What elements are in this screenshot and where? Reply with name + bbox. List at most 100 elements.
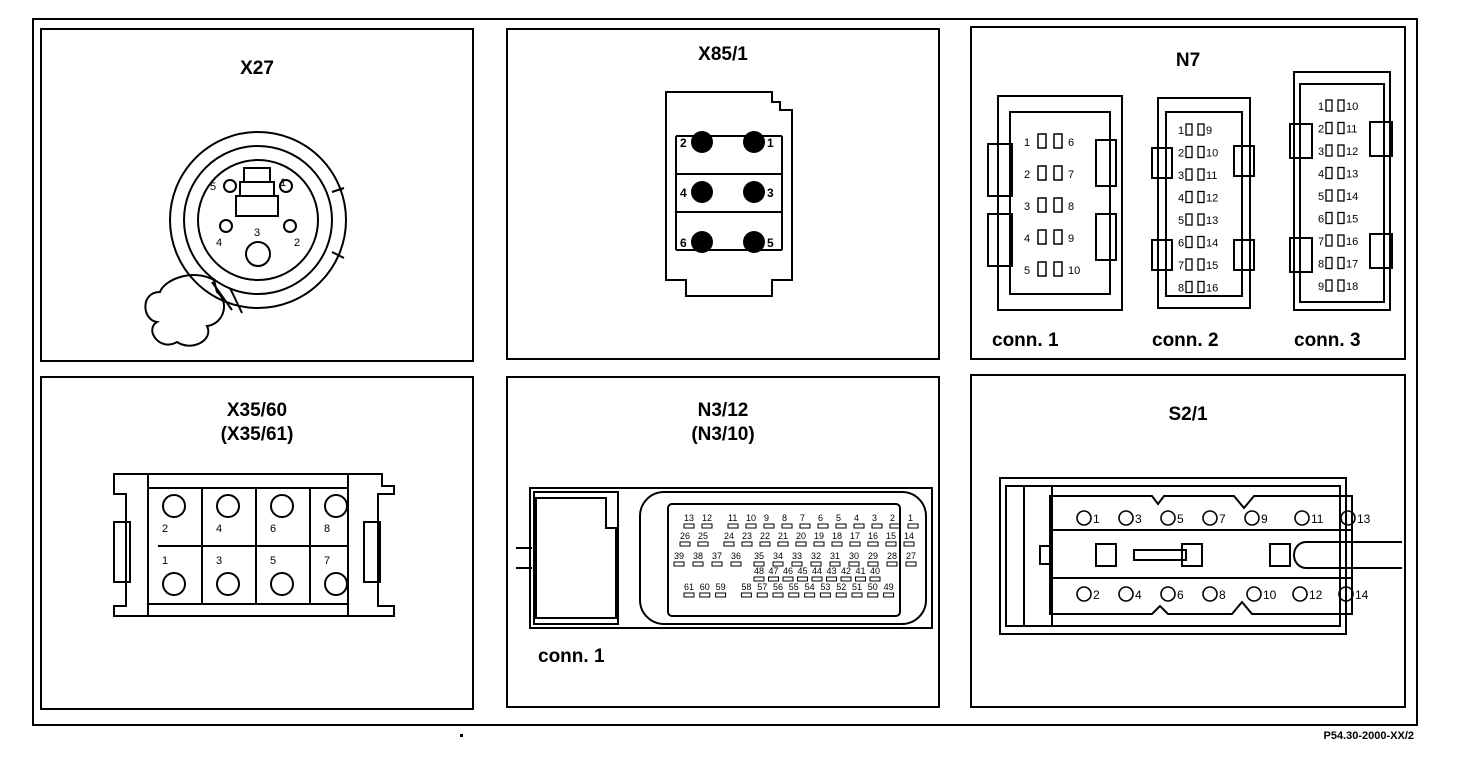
pin-label: 8 [1318, 259, 1324, 271]
pin-label: 4 [1178, 193, 1184, 205]
pin-slot [1325, 121, 1333, 135]
pin-slot [1037, 165, 1047, 181]
pin-label: 61 [684, 582, 694, 592]
pin-slot [1337, 121, 1345, 135]
pin-hole [1244, 510, 1260, 526]
pin-hole [216, 572, 240, 596]
pin-slot [1053, 165, 1063, 181]
pin-slot [1185, 235, 1193, 249]
pin-label: 7 [1068, 169, 1074, 181]
pin-slot [1337, 234, 1345, 247]
pin-slot [673, 561, 685, 567]
pin-label: 10 [1346, 101, 1358, 113]
pin-label: 17 [1346, 259, 1358, 271]
pin-slot [831, 541, 843, 547]
pin-label: 8 [782, 513, 787, 523]
pin-slot [1325, 234, 1333, 247]
pin-label: 58 [741, 582, 751, 592]
pin-hole [1338, 586, 1354, 602]
pin-slot [1197, 123, 1205, 136]
pin-slot [1337, 211, 1345, 225]
pin-hole [162, 572, 186, 596]
pin-hole [270, 572, 294, 596]
pin-label: 26 [680, 531, 690, 541]
pin-label: 47 [769, 566, 779, 576]
pin-slot [795, 541, 807, 547]
pin-slot [763, 523, 775, 529]
pin-slot [1053, 229, 1063, 245]
pin-label: 5 [1024, 265, 1030, 277]
pin-label: 6 [270, 523, 276, 535]
pin-slot [871, 523, 883, 529]
pin-label: 9 [1206, 125, 1212, 137]
pin-slot [1185, 168, 1193, 181]
pin-hole [1340, 510, 1356, 526]
x27-connector-drawing: 1 2 3 4 5 [144, 131, 347, 347]
pin-slot [1053, 261, 1063, 277]
pin-slot [869, 576, 881, 582]
x27-pin-labels: 1 2 3 4 5 [210, 177, 300, 249]
pin-label: 2 [162, 523, 168, 535]
panel-title: X35/60 [226, 400, 288, 421]
pin-slot [804, 592, 816, 598]
pin-slot [1037, 197, 1047, 213]
pin-label: 45 [798, 566, 808, 576]
pin-label: 46 [783, 566, 793, 576]
pin-slot [772, 561, 784, 567]
pin-label: 20 [796, 531, 806, 541]
pin-slot [883, 592, 895, 598]
pin-label: 1 [162, 555, 168, 567]
pin-label: 12 [1346, 146, 1358, 158]
pin-label: 27 [906, 551, 916, 561]
pin-slot [1325, 279, 1333, 292]
pin-label: 8 [1068, 201, 1074, 213]
pin-label: 24 [724, 531, 734, 541]
pin-label: 23 [742, 531, 752, 541]
pin-label: 17 [850, 531, 860, 541]
pin-label: 50 [868, 582, 878, 592]
pin-label: 6 [818, 513, 823, 523]
pin-label: 25 [698, 531, 708, 541]
pin-slot [851, 592, 863, 598]
pin-label: 4 [854, 513, 859, 523]
pin-label: 28 [887, 551, 897, 561]
panel-x27: X27 1 2 3 4 5 [40, 28, 474, 362]
pin-label: 16 [1206, 283, 1218, 295]
pin-label: 2 [294, 237, 300, 249]
panel-title: S2/1 [1168, 404, 1208, 425]
pin-label: 5 [836, 513, 841, 523]
conn3-label: conn. 3 [1294, 330, 1361, 351]
pin-label: 3 [254, 227, 260, 239]
pin-slot [791, 561, 803, 567]
pin-slot [699, 592, 711, 598]
pin-label: 9 [1261, 512, 1268, 526]
pin-label: 21 [778, 531, 788, 541]
pin-slot [1197, 190, 1205, 204]
pin-label: 36 [731, 551, 741, 561]
pin-slot [835, 523, 847, 529]
pin-label: 4 [216, 237, 222, 249]
pin-label: 1 [280, 177, 286, 189]
panel-title: X27 [240, 58, 274, 79]
pin-label: 15 [1346, 214, 1358, 226]
pin-label: 5 [210, 181, 216, 193]
pin-label: 56 [773, 582, 783, 592]
pin-label: 6 [1177, 588, 1184, 602]
pin-hole [1246, 586, 1262, 602]
pin-label: 2 [1178, 148, 1184, 160]
pin-label: 2 [680, 136, 687, 150]
pin-label: 1 [1318, 101, 1324, 113]
pin-label: 7 [1318, 236, 1324, 248]
pin-slot [697, 541, 709, 547]
pin-slot [1185, 280, 1193, 294]
pin-label: 6 [1068, 137, 1074, 149]
pin-label: 15 [1206, 260, 1218, 272]
pin-label: 4 [1135, 588, 1142, 602]
pin-slot [1197, 168, 1205, 181]
pin-slot [727, 523, 739, 529]
pin-slot [886, 561, 898, 567]
pin-label: 2 [1093, 588, 1100, 602]
